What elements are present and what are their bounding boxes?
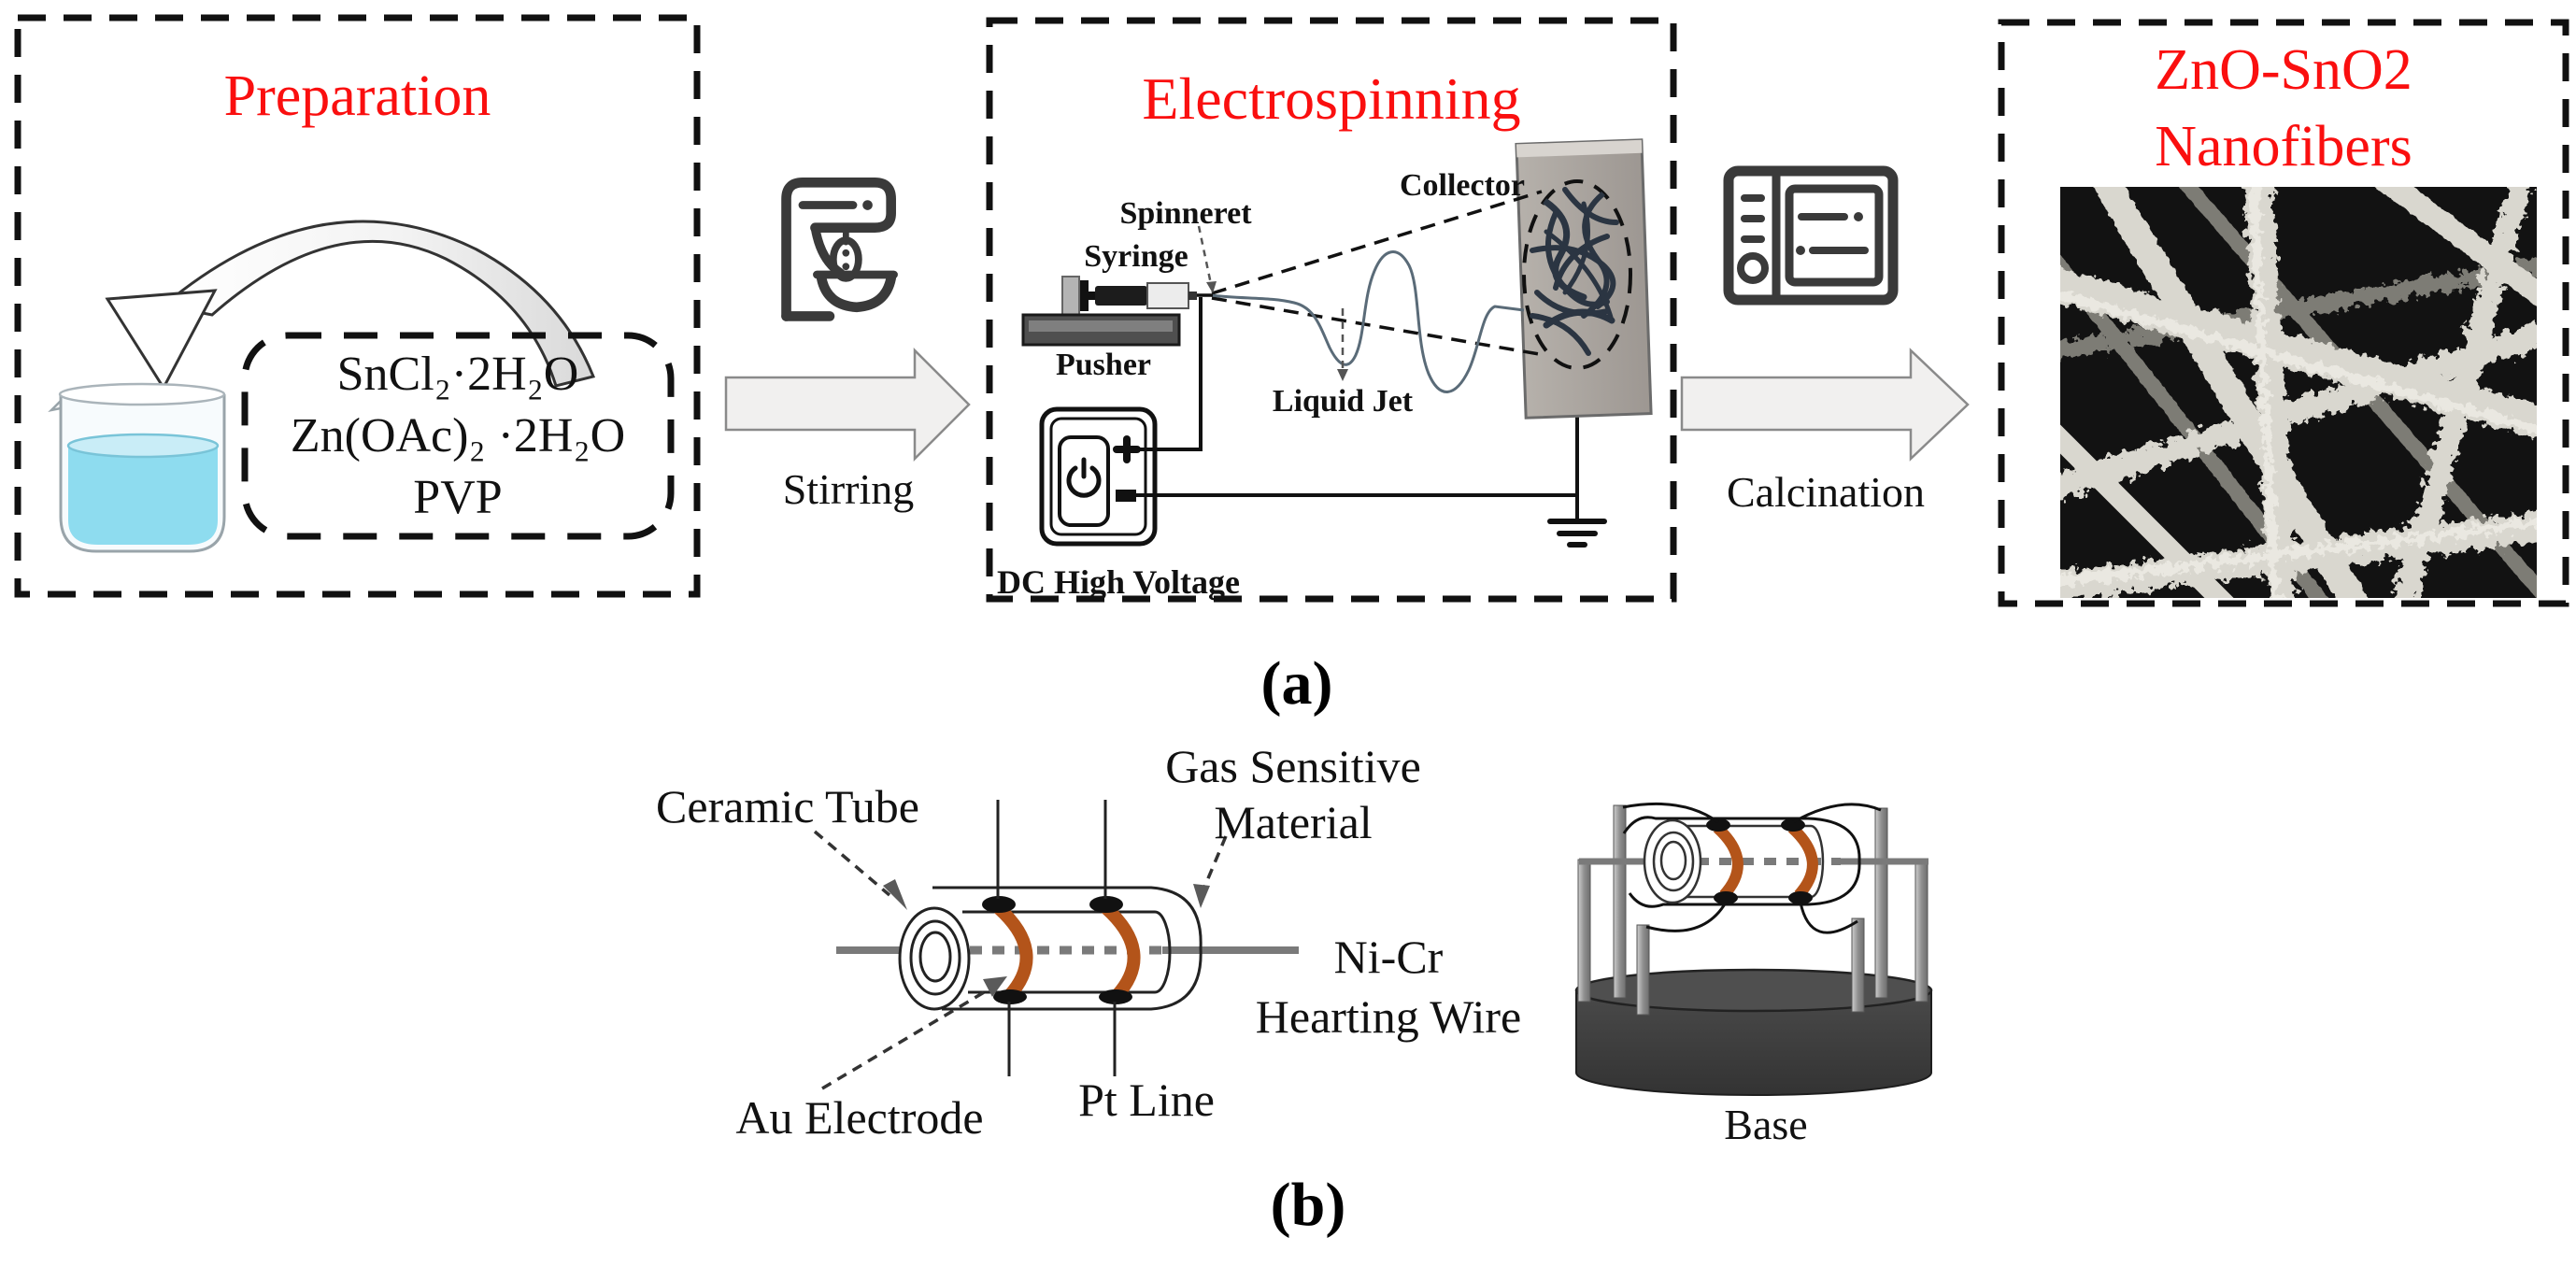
preparation-title: Preparation — [223, 64, 491, 128]
tube-end-rings — [898, 906, 971, 1011]
calcination-arrow — [1680, 348, 1970, 462]
pt-line-label: Pt Line — [1078, 1074, 1215, 1126]
caption-a: (a) — [1260, 649, 1333, 718]
circuit-wires — [1136, 297, 1577, 497]
sensor-base — [1574, 968, 1933, 1096]
liquid-jet-curve — [1209, 250, 1525, 393]
pour-arrow — [105, 220, 596, 391]
power-icon — [1066, 457, 1102, 498]
pt-lines — [996, 800, 1117, 1076]
dc-power-supply — [1039, 406, 1158, 547]
liquid-jet-leader — [1337, 308, 1348, 381]
calcination-label: Calcination — [1726, 468, 1926, 516]
product-box-border — [1998, 19, 2569, 607]
base-label: Base — [1724, 1101, 1808, 1148]
ceramic-tube-schematic — [813, 800, 1299, 1090]
fiber-mat — [1522, 179, 1632, 370]
chemicals-box-border — [241, 332, 675, 540]
gas-sensitive-line2: Material — [1214, 796, 1373, 848]
sem-image — [2060, 187, 2537, 598]
annotation-leaders — [813, 830, 1228, 1090]
stirring-arrow — [724, 348, 971, 462]
electrode-contacts — [982, 896, 1132, 1004]
sensor-assembly — [1574, 802, 1933, 1096]
gas-layer-outline — [932, 886, 1203, 1011]
nicr-heating-wire-label: Ni-Cr Hearting Wire — [1202, 927, 1575, 1046]
au-electrode-label: Au Electrode — [735, 1091, 984, 1144]
support-posts — [1577, 804, 1928, 1016]
sensor-diagram — [813, 800, 1933, 1096]
plus-terminal — [1113, 435, 1141, 463]
nicr-line2: Hearting Wire — [1255, 990, 1522, 1043]
furnace-icon — [1723, 165, 1899, 306]
gas-sensitive-material-label: Gas Sensitive Material — [1106, 738, 1480, 850]
product-title: ZnO-SnO2 Nanofibers — [1998, 32, 2569, 185]
au-electrodes — [994, 903, 1141, 1001]
liquid-jet-label: Liquid Jet — [1272, 384, 1414, 419]
chemicals-box: SnCl₂·2H₂O Zn(OAc)₂ ·2H₂O PVP — [241, 332, 675, 540]
spinneret-leader — [1197, 225, 1217, 293]
chemical-3: PVP — [413, 470, 503, 524]
syringe-pump — [1021, 276, 1213, 347]
ceramic-tube-label: Ceramic Tube — [656, 780, 919, 832]
collector-label: Collector — [1399, 168, 1526, 203]
syringe-label: Syringe — [1084, 239, 1188, 274]
chemical-2: Zn(OAc)₂ ·2H₂O — [290, 408, 626, 462]
preparation-box: Preparation — [14, 14, 701, 598]
spray-cone — [1211, 190, 1545, 357]
dc-high-voltage-label: DC High Voltage — [996, 563, 1241, 601]
preparation-box-border — [14, 14, 701, 598]
ground-icon — [1547, 414, 1607, 548]
product-title-line1: ZnO-SnO2 — [2155, 38, 2412, 102]
electrospinning-box: Electrospinning — [986, 17, 1677, 603]
mixer-icon — [781, 178, 898, 321]
chemical-1: SnCl₂·2H₂O — [336, 347, 579, 401]
beaker — [48, 382, 226, 553]
assembly-lead-wires — [1622, 802, 1882, 934]
nicr-line1: Ni-Cr — [1333, 931, 1444, 983]
electrospinning-box-border — [986, 17, 1677, 603]
ceramic-tube-body — [962, 910, 1172, 994]
gas-sensitive-line1: Gas Sensitive — [1165, 740, 1421, 792]
product-box: ZnO-SnO2 Nanofibers — [1998, 19, 2569, 607]
pusher-label: Pusher — [1056, 348, 1151, 382]
minus-terminal — [1116, 490, 1136, 502]
assembly-tube — [1622, 816, 1861, 908]
spinneret-label: Spinneret — [1119, 196, 1252, 231]
caption-b: (b) — [1270, 1171, 1346, 1239]
preparation-graphics — [48, 220, 596, 553]
stirring-label: Stirring — [782, 465, 915, 513]
electrospinning-title: Electrospinning — [1142, 65, 1521, 132]
electrospinning-graphics — [1021, 138, 1653, 548]
product-title-line2: Nanofibers — [2155, 115, 2412, 178]
